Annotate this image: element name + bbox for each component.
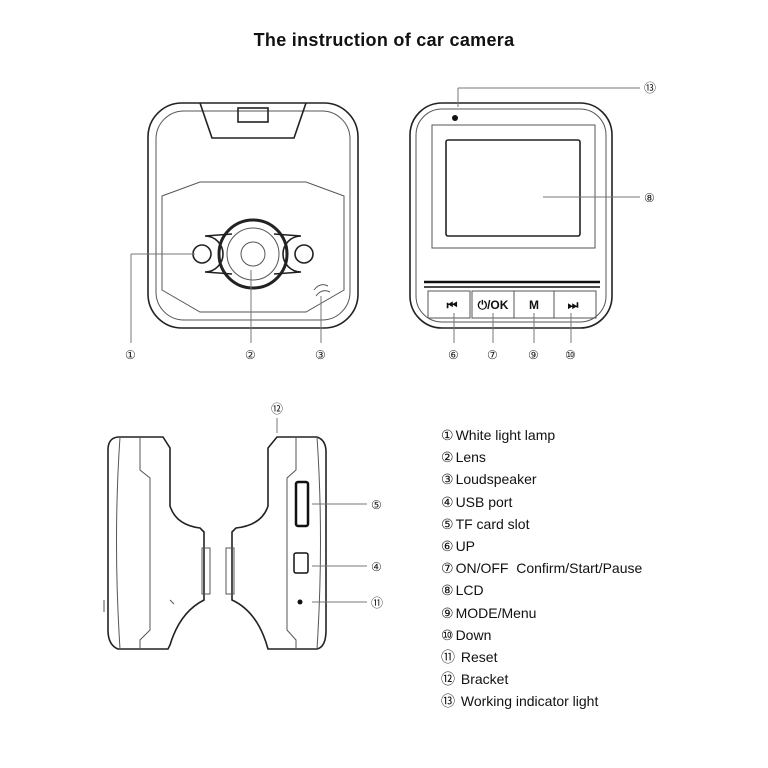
side-view-right: ⑫ ⑤ ④ ⑪ — [225, 402, 383, 650]
callout-9: ⑨ — [528, 348, 539, 362]
legend-label: Reset — [457, 649, 498, 666]
callout-7: ⑦ — [487, 348, 498, 362]
legend-number: ⑦ — [441, 561, 454, 578]
legend-label: Bracket — [457, 671, 509, 688]
reset-hole — [297, 599, 303, 605]
ok-button-label[interactable]: ⏻/OK — [478, 298, 509, 312]
legend-label: White light lamp — [455, 427, 556, 443]
lamp-housing — [204, 233, 302, 275]
callout-10: ⑩ — [565, 348, 576, 362]
legend-label: USB port — [455, 493, 513, 510]
legend-label: TF card slot — [455, 515, 530, 532]
legend-label: Loudspeaker — [455, 471, 537, 488]
up-button — [427, 290, 471, 319]
legend-number: ⑥ — [441, 539, 454, 556]
legend-item: ⑪ Reset — [441, 647, 642, 669]
legend-item: ⑫ Bracket — [441, 669, 642, 691]
callout-11: ⑪ — [371, 596, 383, 610]
page-title: The instruction of car camera — [253, 30, 515, 50]
legend-number: ⑩ — [441, 627, 454, 644]
legend-number: ⑪ — [441, 650, 455, 667]
legend-number: ① — [441, 428, 454, 444]
callout-6: ⑥ — [448, 348, 459, 362]
up-button-label[interactable]: ⏮ — [447, 298, 458, 312]
callout-8: ⑧ — [644, 191, 655, 205]
legend-number: ⑬ — [441, 694, 455, 711]
legend-label: MODE/Menu — [455, 604, 537, 621]
legend-label: UP — [455, 538, 476, 555]
front-view: ① ② ③ — [125, 102, 359, 362]
down-button — [553, 290, 597, 319]
callout-2: ② — [245, 348, 256, 362]
legend-item: ⑬ Working indicator light — [441, 691, 642, 713]
legend-label: Down — [455, 626, 492, 643]
legend-number: ② — [441, 450, 454, 467]
legend-label: Lens — [455, 449, 486, 466]
callout-3: ③ — [315, 348, 326, 362]
down-button-label[interactable]: ⏭ — [568, 298, 579, 312]
side-view-left — [103, 436, 211, 650]
callout-5: ⑤ — [371, 498, 382, 512]
legend-label: ON/OFF Confirm/Start/Pause — [455, 560, 643, 577]
back-view: ⏮ ⏻/OK M ⏭ ⑥ ⑦ ⑨ ⑩ ⑬ ⑧ — [409, 81, 656, 362]
legend-number: ⑨ — [441, 605, 454, 622]
legend-number: ⑧ — [441, 583, 454, 600]
lens — [226, 227, 280, 281]
legend-label: Working indicator light — [457, 693, 599, 710]
indicator-light — [452, 115, 458, 121]
tf-card-slot — [294, 480, 310, 528]
legend-number: ⑤ — [441, 516, 454, 533]
callout-4: ④ — [371, 560, 382, 574]
legend-number: ④ — [441, 494, 454, 511]
callout-1: ① — [125, 348, 136, 362]
lcd-screen — [445, 139, 581, 237]
loudspeaker-icon — [313, 284, 331, 297]
usb-port — [293, 552, 309, 574]
legend-label: LCD — [455, 582, 484, 599]
white-light-lamp — [192, 244, 212, 264]
callout-13: ⑬ — [644, 81, 656, 95]
legend-number: ③ — [441, 472, 454, 489]
legend-number: ⑫ — [441, 672, 455, 689]
mode-button-label[interactable]: M — [529, 298, 539, 312]
callout-12: ⑫ — [271, 402, 283, 416]
